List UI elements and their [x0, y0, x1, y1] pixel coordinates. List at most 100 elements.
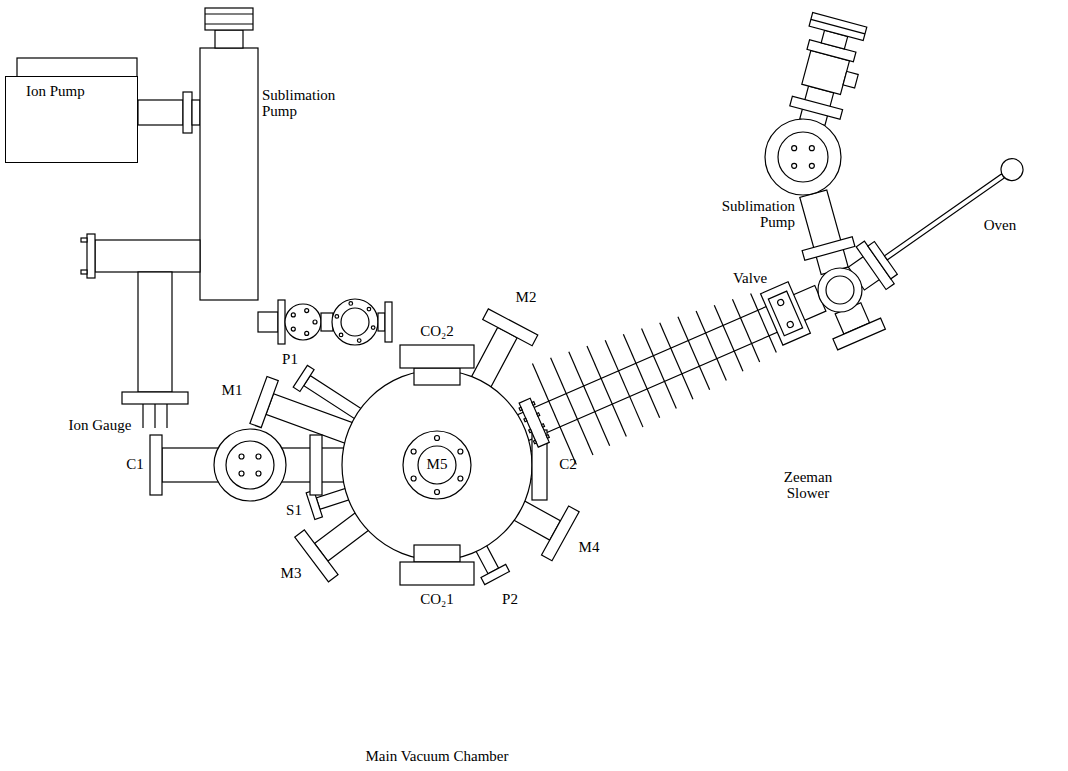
viewport-window [226, 441, 274, 489]
flange-line [205, 23, 253, 24]
bolt-hole [371, 326, 375, 330]
bolt [529, 429, 532, 433]
bolt-hole [239, 454, 244, 459]
flange-line [205, 13, 253, 14]
port-flange [414, 368, 460, 385]
bolt-hole [809, 163, 814, 168]
top-window [418, 446, 456, 484]
viewport-window [341, 308, 369, 336]
part-label: M5 [427, 457, 448, 473]
part-label: P1 [282, 352, 298, 368]
part-label: P2 [502, 592, 518, 608]
valve-bolt [786, 321, 794, 329]
part-label: Ion Gauge [69, 418, 132, 434]
valve-body [761, 282, 811, 345]
bolt-hole [458, 476, 463, 481]
part-label: Zeeman Slower [773, 470, 843, 502]
flange [385, 302, 392, 342]
bolt-hole [357, 339, 361, 343]
flange-line [811, 19, 865, 33]
valve-bolt [777, 299, 785, 307]
slower-coil [532, 364, 576, 465]
cross-window [826, 276, 854, 304]
tube [258, 312, 278, 332]
port-flange [400, 345, 474, 368]
part-label: C2 [559, 457, 577, 473]
flange [790, 96, 843, 119]
bolt-hole [458, 449, 463, 454]
port-flange [541, 506, 579, 561]
bolt [81, 238, 87, 242]
flange [183, 92, 192, 133]
part-label: M3 [281, 566, 302, 582]
bolt-hole [411, 449, 416, 454]
flange [833, 318, 885, 350]
gauge-pin [166, 404, 167, 428]
pump-tube [192, 100, 200, 125]
top-flange [809, 13, 867, 41]
bolt-hole [305, 309, 309, 313]
tube [321, 313, 333, 331]
part-label: CO₂1 [420, 592, 454, 608]
bolt [533, 440, 536, 444]
part-label: Valve [733, 271, 767, 287]
slower-coil [678, 317, 710, 390]
top-flange [403, 431, 471, 499]
slower-coil [605, 340, 643, 427]
flange [802, 237, 855, 261]
gauge-flange [122, 392, 188, 404]
oven-rod [884, 174, 1004, 260]
bolt [532, 402, 535, 406]
port-flange [400, 562, 474, 585]
bolt-hole [792, 163, 797, 168]
bolt-hole [256, 454, 261, 459]
part-name: Ion Pump [26, 83, 117, 100]
bolt-hole [291, 327, 295, 331]
part-label: Oven [984, 218, 1017, 234]
bolt-hole [335, 315, 339, 319]
slower-coil [551, 358, 593, 455]
part-label: CO₂2 [420, 324, 454, 340]
tube [800, 190, 848, 275]
part-label: Sublimation Pump [262, 88, 344, 120]
gauge-pipe [138, 272, 172, 392]
port-flange [310, 435, 322, 495]
bolt [524, 418, 527, 422]
bolt-hole [792, 146, 797, 151]
bolt-hole [435, 436, 440, 441]
pump-tube [138, 100, 183, 125]
port-flange [483, 309, 538, 346]
bolt [81, 270, 87, 274]
bolt [537, 413, 540, 417]
gauge-pin [154, 404, 155, 428]
top-flange [205, 8, 253, 30]
bolt-hole [411, 476, 416, 481]
port-flange [150, 435, 162, 495]
port-flange [250, 377, 278, 428]
flange [87, 234, 95, 278]
slower-coil [660, 323, 693, 399]
sublimation-column [200, 48, 258, 300]
part-label: Sublimation Pump [713, 199, 795, 231]
flange [278, 300, 285, 344]
cross-flange [818, 268, 862, 312]
slower-coil [623, 334, 659, 417]
bolt-hole [435, 490, 440, 495]
bolt-hole [305, 331, 309, 335]
slower-coil [642, 329, 677, 409]
slower-coil [569, 352, 610, 446]
bolt-hole [367, 307, 371, 311]
bolt [519, 407, 522, 411]
part-label: M2 [516, 290, 537, 306]
port-flange [481, 564, 509, 584]
tube [378, 313, 385, 331]
bolt-hole [256, 471, 261, 476]
valve-gate [768, 291, 802, 336]
flange [285, 304, 321, 340]
main-chamber [342, 370, 532, 560]
bolt-hole [339, 333, 343, 337]
port-flange [519, 398, 549, 447]
part-label: C1 [126, 457, 144, 473]
bolt-hole [239, 471, 244, 476]
